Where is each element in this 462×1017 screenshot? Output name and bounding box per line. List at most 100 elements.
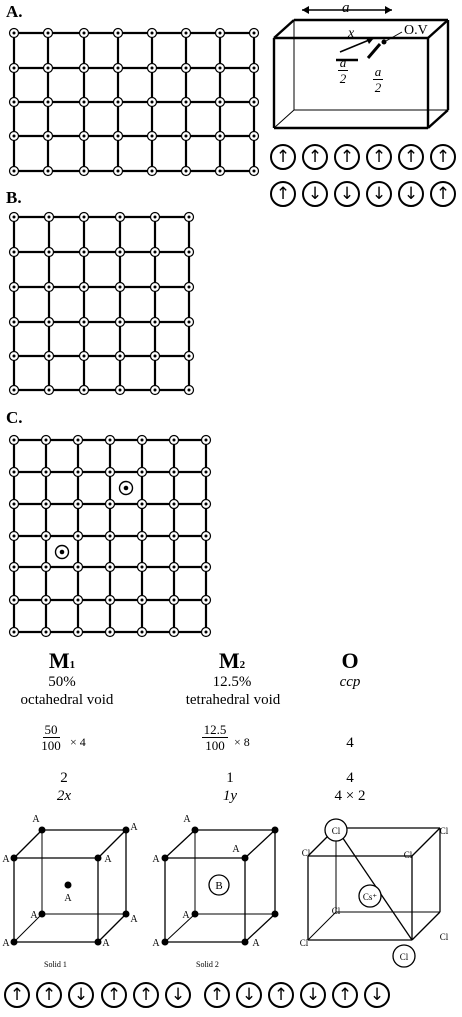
col1-pct: 50% — [48, 674, 76, 690]
cl-label: Cl — [332, 906, 341, 916]
cs-label: Cs⁺ — [363, 892, 378, 902]
solid1-caption: Solid 1 — [44, 960, 67, 969]
spin-arrow-up-icon: ↑ — [398, 144, 424, 170]
atom-center-dot — [76, 565, 80, 569]
spin-arrow-up-icon: ↑ — [4, 982, 30, 1008]
atom-center-dot — [12, 169, 16, 173]
solid2-caption: Solid 2 — [196, 960, 219, 969]
atom-center-dot — [150, 169, 154, 173]
atom-center-dot — [108, 502, 112, 506]
spin-arrow-up-icon: ↑ — [270, 144, 296, 170]
solid2-atom-label: A — [152, 854, 160, 865]
cube-hidden-edge — [273, 109, 295, 129]
atom-center-dot — [12, 215, 16, 219]
col1-formula: 2x — [56, 788, 72, 804]
cl-label: Cl — [440, 826, 449, 836]
atom-center-dot — [172, 630, 176, 634]
atom-center-dot — [116, 31, 120, 35]
atom-center-dot — [140, 565, 144, 569]
atom-center-dot — [218, 169, 222, 173]
spin-arrow-down-icon: ↓ — [300, 982, 326, 1008]
solid1-atom — [10, 938, 18, 946]
atom-center-dot — [12, 388, 16, 392]
atom-center-dot — [12, 502, 16, 506]
atom-center-dot — [108, 438, 112, 442]
atom-center-dot — [252, 31, 256, 35]
cscl-edge — [411, 827, 441, 857]
label-b: B. — [6, 188, 22, 207]
solid1-atom-label: A — [2, 854, 10, 865]
solid1-edge-hidden — [13, 913, 43, 943]
atom-center-dot — [82, 285, 86, 289]
atom-center-dot — [218, 100, 222, 104]
atom-center-dot — [82, 250, 86, 254]
cl-label: Cl — [300, 938, 309, 948]
atom-center-dot — [12, 598, 16, 602]
atom-center-dot — [204, 438, 208, 442]
solid2-center-atom — [208, 874, 230, 896]
atom-center-dot — [76, 470, 80, 474]
cscl-edge — [411, 911, 441, 941]
cube-edge — [273, 19, 295, 39]
atom-center-dot — [184, 134, 188, 138]
solid1-atom-label: A — [30, 910, 38, 921]
solid2-atom-label: A — [152, 938, 160, 949]
col1-header: M1 — [48, 648, 76, 673]
atom-center-dot — [12, 66, 16, 70]
atom-center-dot — [12, 134, 16, 138]
spin-arrow-up-icon: ↑ — [270, 181, 296, 207]
cl-label: Cl — [404, 850, 413, 860]
atom-center-dot — [204, 470, 208, 474]
solid1-edge — [97, 829, 127, 859]
solid1-atom — [94, 938, 102, 946]
arrow-half-a-vertical — [366, 43, 382, 59]
atom-center-dot — [172, 502, 176, 506]
edge-label-a: a — [342, 0, 350, 16]
atom-center-dot — [172, 598, 176, 602]
label-x: x — [348, 26, 355, 41]
atom-center-dot — [172, 534, 176, 538]
spin-arrow-down-icon: ↓ — [68, 982, 94, 1008]
atom-center-dot — [252, 66, 256, 70]
col2-count: 1 — [226, 770, 234, 786]
solid2-atom — [191, 826, 199, 834]
atom-center-dot — [47, 354, 51, 358]
atom-center-dot — [218, 66, 222, 70]
atom-center-dot — [187, 250, 191, 254]
solid2-atom — [241, 938, 249, 946]
solid1-atom — [122, 910, 130, 918]
spin-arrow-up-icon: ↑ — [302, 144, 328, 170]
atom-center-dot — [12, 630, 16, 634]
solid2-edge — [164, 829, 196, 859]
atom-center-dot — [12, 470, 16, 474]
spin-arrow-up-icon: ↑ — [268, 982, 294, 1008]
atom-center-dot — [46, 169, 50, 173]
atom-center-dot — [184, 100, 188, 104]
col2-header: M2 — [218, 648, 246, 673]
spin-arrow-up-icon: ↑ — [430, 144, 456, 170]
solid1-atom — [38, 826, 46, 834]
atom-center-dot — [47, 250, 51, 254]
solid1-atom — [38, 910, 46, 918]
interstitial-atom-dot — [123, 485, 129, 491]
atom-center-dot — [108, 630, 112, 634]
atom-center-dot — [76, 534, 80, 538]
atom-center-dot — [187, 320, 191, 324]
atom-center-dot — [47, 320, 51, 324]
atom-center-dot — [108, 534, 112, 538]
atom-center-dot — [76, 598, 80, 602]
atom-center-dot — [252, 169, 256, 173]
col1-void: octahedral void — [20, 692, 114, 708]
solid2-center-label: B — [215, 880, 222, 892]
atom-center-dot — [218, 134, 222, 138]
solid2-atom — [191, 910, 199, 918]
solid1-body-atom — [64, 881, 72, 889]
atom-center-dot — [44, 630, 48, 634]
solid1-atom — [10, 854, 18, 862]
atom-center-dot — [218, 31, 222, 35]
atom-center-dot — [46, 66, 50, 70]
atom-center-dot — [140, 470, 144, 474]
atom-center-dot — [140, 598, 144, 602]
spin-arrow-up-icon: ↑ — [430, 181, 456, 207]
